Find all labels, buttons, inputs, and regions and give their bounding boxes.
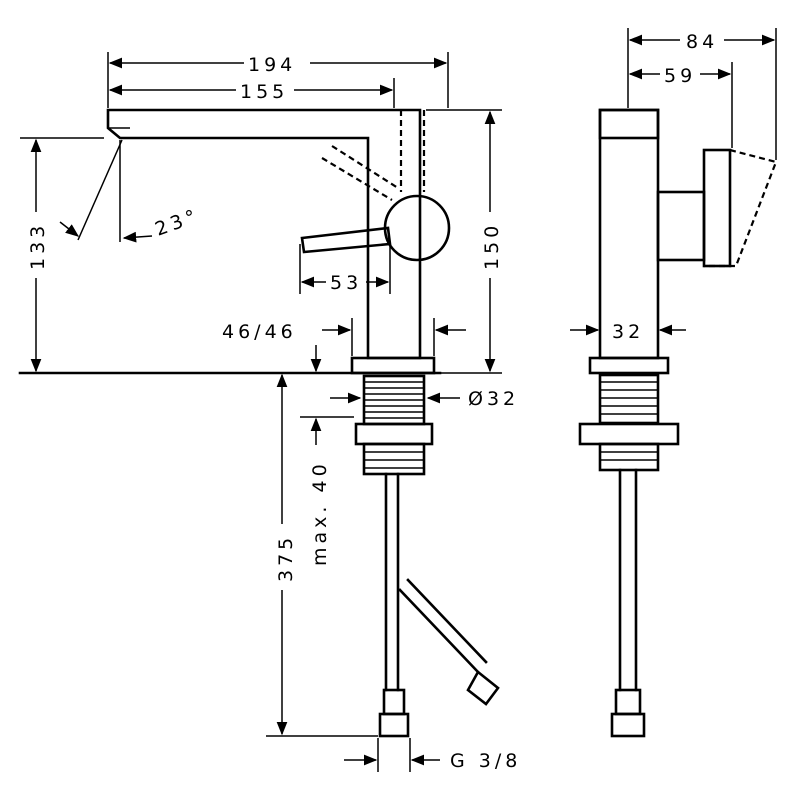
- thread-shank: [354, 374, 434, 476]
- dim-lever-length: 53: [330, 272, 362, 294]
- supply-hoses: [378, 472, 500, 738]
- dim-spout-angle: 23°: [152, 204, 202, 240]
- dim-spout-reach: 155: [240, 81, 288, 103]
- dim-connection: G 3/8: [450, 750, 521, 772]
- lever-handle: [300, 194, 451, 262]
- side-hose: [610, 468, 646, 738]
- spout-outline: [106, 108, 422, 360]
- dim-total-reach: 194: [248, 54, 296, 76]
- dim-max-plate: max. 40: [309, 460, 331, 566]
- dim-side-depth-lever: 59: [664, 65, 696, 87]
- dim-hose-length: 375: [275, 534, 297, 582]
- front-view: 194 155 133 23° 150 53 46/46: [18, 52, 521, 772]
- dim-side-depth-total: 84: [686, 31, 718, 53]
- dim-height-outlet: 133: [27, 222, 49, 270]
- side-thread: [578, 373, 680, 472]
- lever-ghost-angled: [321, 145, 399, 201]
- base-body: [18, 356, 442, 375]
- dim-side-body-width: 32: [612, 321, 644, 343]
- lever-ghost-vertical: [399, 110, 426, 192]
- side-body: [588, 108, 778, 375]
- side-view: 84 59 32: [570, 28, 778, 738]
- dim-hole-diameter: Ø32: [468, 388, 519, 410]
- dim-body-width: 46/46: [222, 321, 297, 343]
- dim-height-total: 150: [481, 222, 503, 270]
